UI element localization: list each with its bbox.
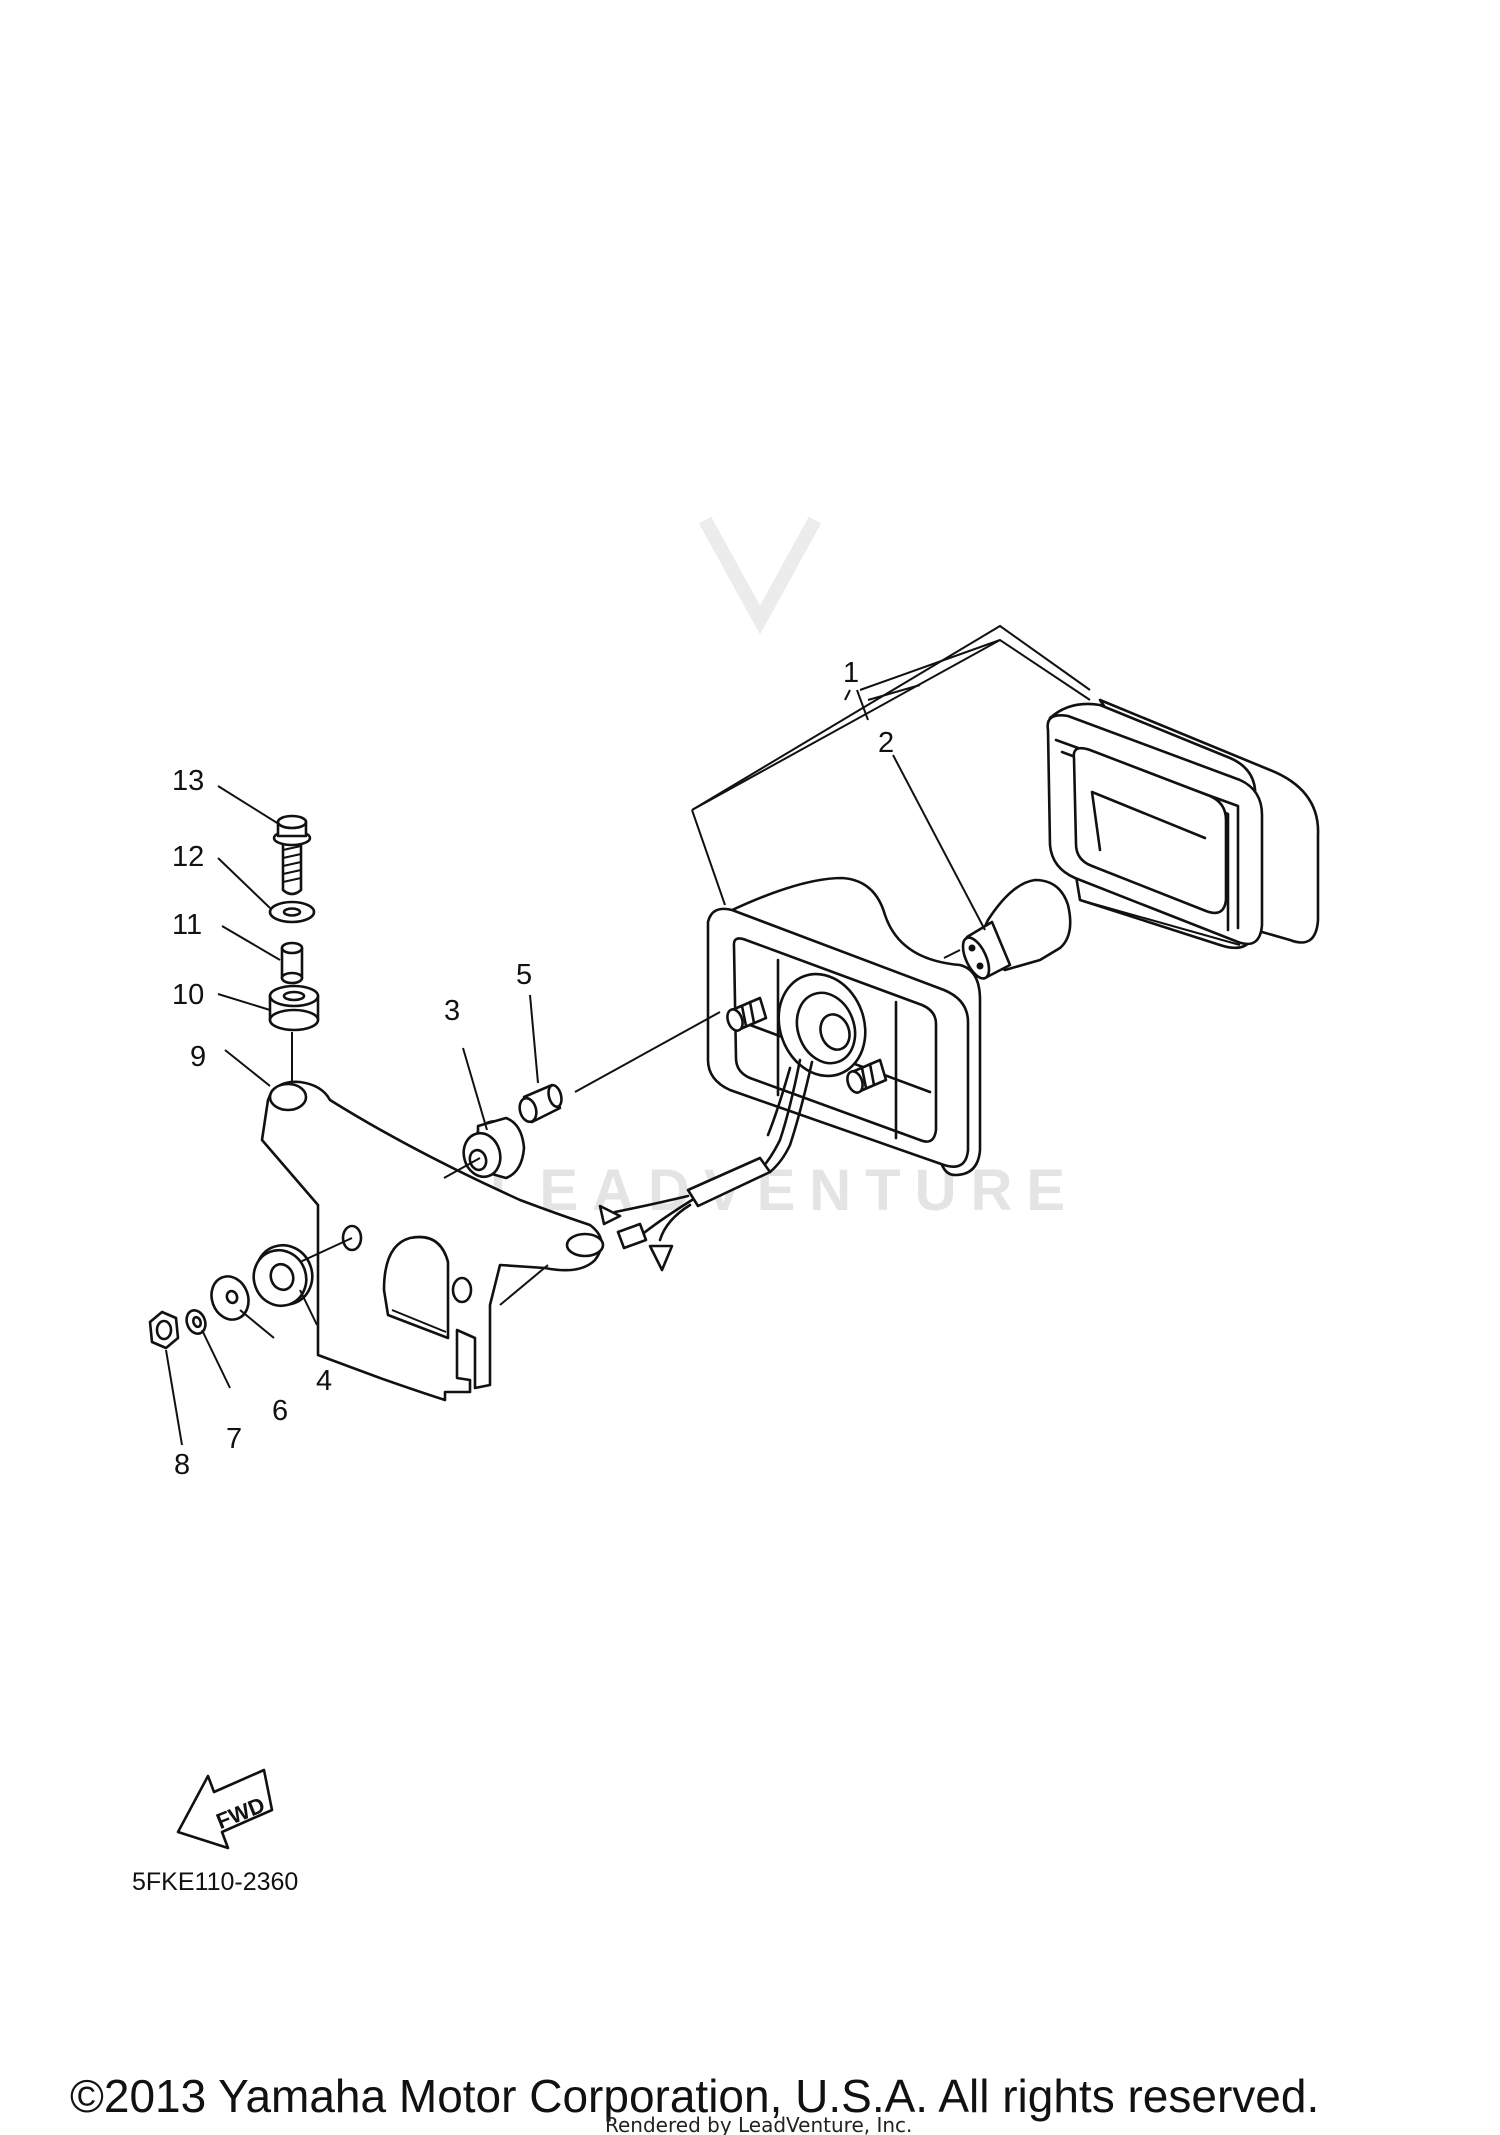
lock-washer-7[interactable] xyxy=(183,1308,208,1337)
bracket-line-1 xyxy=(691,624,1091,811)
stud-left xyxy=(726,996,768,1032)
callout-5: 5 xyxy=(516,959,532,991)
forward-arrow-icon: FWD xyxy=(176,1768,274,1850)
grommet-4[interactable] xyxy=(246,1237,321,1313)
collar-11[interactable] xyxy=(280,941,304,985)
callout-2: 2 xyxy=(878,727,894,759)
watermark-text: LEADVENTURE xyxy=(490,1158,1079,1223)
callout-labels: 1 2 3 4 5 6 7 8 9 10 11 12 13 xyxy=(172,657,894,1481)
assembly-bracket-lines xyxy=(691,638,1091,906)
bulb[interactable] xyxy=(958,878,1072,982)
watermark: LEADVENTURE xyxy=(490,516,1079,1223)
copyright: ©2013 Yamaha Motor Corporation, U.S.A. A… xyxy=(70,2070,1319,2122)
mounting-bracket[interactable] xyxy=(260,1080,605,1402)
wiring-harness xyxy=(598,1058,814,1272)
stud-right xyxy=(846,1058,888,1094)
callout-6: 6 xyxy=(272,1395,288,1427)
callout-4: 4 xyxy=(316,1365,332,1397)
guide-lines xyxy=(291,949,961,1263)
callout-7: 7 xyxy=(226,1423,242,1455)
tail-lamp-lens[interactable] xyxy=(1046,698,1320,950)
callout-9: 9 xyxy=(190,1041,206,1073)
callout-10: 10 xyxy=(172,979,204,1011)
callout-1: 1 xyxy=(843,657,859,689)
diagram-code: 5FKE110-2360 xyxy=(132,1868,298,1896)
callout-8: 8 xyxy=(174,1449,190,1481)
callout-12: 12 xyxy=(172,841,204,873)
bolt-13[interactable] xyxy=(272,814,312,896)
rendered-by: Rendered by LeadVenture, Inc. xyxy=(605,2113,912,2135)
callout-11: 11 xyxy=(172,909,202,941)
washer-12[interactable] xyxy=(268,900,316,924)
washer-6[interactable] xyxy=(206,1271,255,1325)
callout-3: 3 xyxy=(444,995,460,1027)
leader-lines xyxy=(165,684,986,1446)
collar-5[interactable] xyxy=(517,1083,563,1124)
grommet-10[interactable] xyxy=(268,984,320,1032)
grommet-3[interactable] xyxy=(459,1116,526,1181)
nut-8[interactable] xyxy=(148,1310,180,1350)
lamp-base[interactable] xyxy=(706,876,982,1177)
callout-13: 13 xyxy=(172,765,204,797)
leader-1 xyxy=(856,689,869,721)
